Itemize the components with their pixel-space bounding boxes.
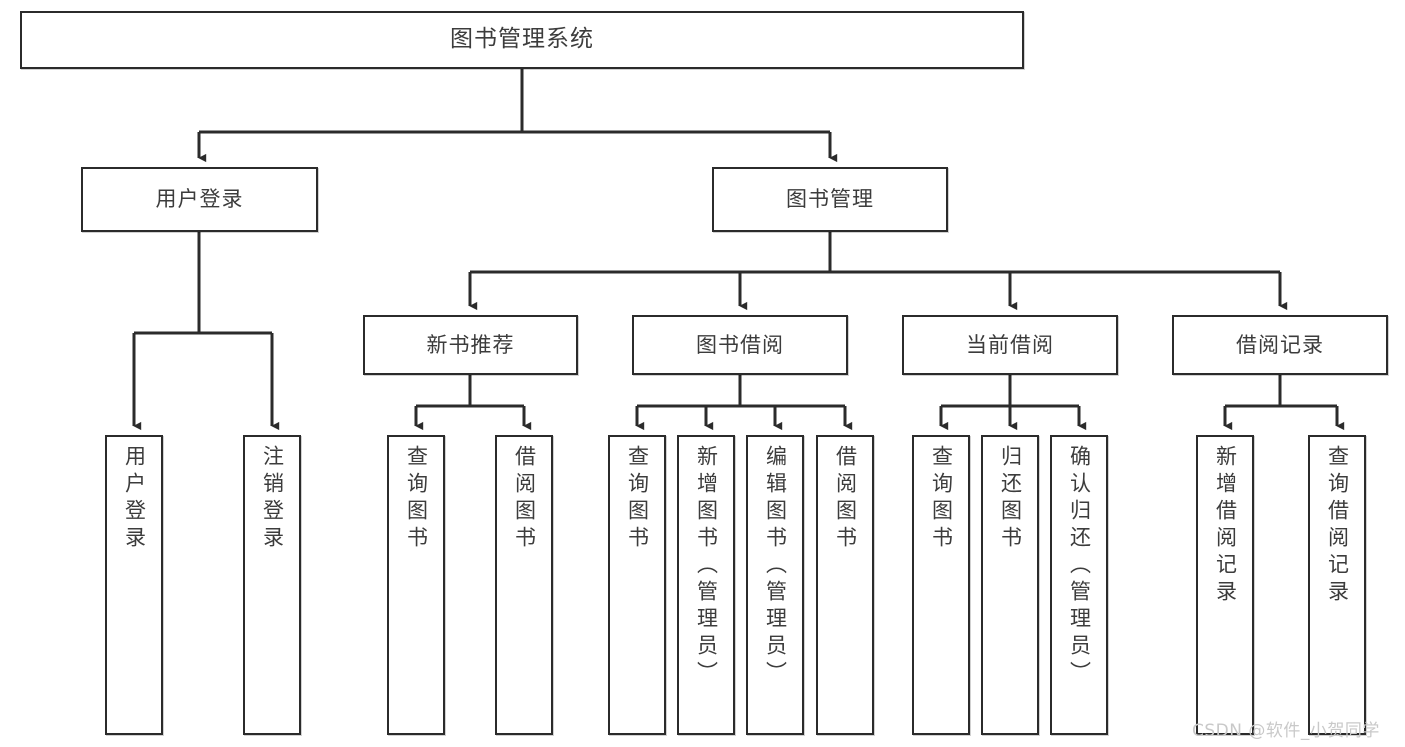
leaf-book-borrow-query-book-label: 查询图书 xyxy=(625,445,650,553)
leaf-new-book-query-book-label: 查询图书 xyxy=(404,445,429,553)
node-borrow-record-label: 借阅记录 xyxy=(1236,332,1324,357)
leaf-borrow-record-add-record-label: 新增借阅记录 xyxy=(1213,445,1238,607)
leaf-borrow-record-add-record[interactable]: 新增借阅记录 xyxy=(1196,435,1254,735)
leaf-new-book-query-book[interactable]: 查询图书 xyxy=(387,435,445,735)
node-borrow-record[interactable]: 借阅记录 xyxy=(1172,315,1388,375)
node-new-book-recommend[interactable]: 新书推荐 xyxy=(363,315,578,375)
leaf-book-borrow-edit-book-admin-label: 编辑图书（管理员） xyxy=(763,445,788,688)
leaf-current-borrow-confirm-return-admin-label: 确认归还（管理员） xyxy=(1067,445,1092,688)
leaf-user-login-logout-label: 注销登录 xyxy=(260,445,285,553)
leaf-user-login-logout[interactable]: 注销登录 xyxy=(243,435,301,735)
leaf-book-borrow-borrow-book[interactable]: 借阅图书 xyxy=(816,435,874,735)
node-root-book-management-system[interactable]: 图书管理系统 xyxy=(20,11,1024,69)
leaf-current-borrow-query-book-label: 查询图书 xyxy=(929,445,954,553)
node-user-login[interactable]: 用户登录 xyxy=(81,167,318,232)
leaf-book-borrow-add-book-admin-label: 新增图书（管理员） xyxy=(694,445,719,688)
node-current-borrow-label: 当前借阅 xyxy=(966,332,1054,357)
node-current-borrow[interactable]: 当前借阅 xyxy=(902,315,1118,375)
leaf-book-borrow-add-book-admin[interactable]: 新增图书（管理员） xyxy=(677,435,735,735)
node-book-borrow-label: 图书借阅 xyxy=(696,332,784,357)
node-book-management-label: 图书管理 xyxy=(786,187,874,212)
leaf-borrow-record-query-record[interactable]: 查询借阅记录 xyxy=(1308,435,1366,735)
node-book-management[interactable]: 图书管理 xyxy=(712,167,948,232)
leaf-new-book-borrow-book-label: 借阅图书 xyxy=(512,445,537,553)
leaf-user-login-login[interactable]: 用户登录 xyxy=(105,435,163,735)
node-user-login-label: 用户登录 xyxy=(155,187,244,212)
leaf-new-book-borrow-book[interactable]: 借阅图书 xyxy=(495,435,553,735)
csdn-watermark: CSDN @软件_小贺同学 xyxy=(1192,721,1380,741)
node-root-label: 图书管理系统 xyxy=(450,26,594,53)
leaf-book-borrow-borrow-book-label: 借阅图书 xyxy=(833,445,858,553)
leaf-current-borrow-return-book[interactable]: 归还图书 xyxy=(981,435,1039,735)
node-new-book-recommend-label: 新书推荐 xyxy=(426,332,515,357)
leaf-current-borrow-query-book[interactable]: 查询图书 xyxy=(912,435,970,735)
leaf-book-borrow-query-book[interactable]: 查询图书 xyxy=(608,435,666,735)
leaf-current-borrow-return-book-label: 归还图书 xyxy=(998,445,1023,553)
node-book-borrow[interactable]: 图书借阅 xyxy=(632,315,848,375)
leaf-current-borrow-confirm-return-admin[interactable]: 确认归还（管理员） xyxy=(1050,435,1108,735)
leaf-borrow-record-query-record-label: 查询借阅记录 xyxy=(1325,445,1350,607)
leaf-book-borrow-edit-book-admin[interactable]: 编辑图书（管理员） xyxy=(746,435,804,735)
leaf-user-login-login-label: 用户登录 xyxy=(122,445,147,553)
